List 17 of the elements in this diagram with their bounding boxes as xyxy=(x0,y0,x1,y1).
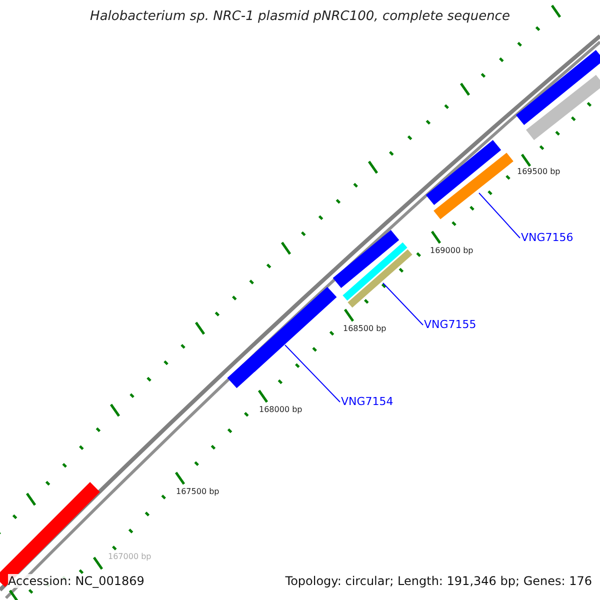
gene-label: VNG7156 xyxy=(521,231,574,244)
tick-label: 168000 bp xyxy=(259,405,302,414)
summary-text: Topology: circular; Length: 191,346 bp; Genes: 176 xyxy=(285,574,592,588)
title: Halobacterium sp. NRC-1 plasmid pNRC100, complete sequence xyxy=(89,9,511,24)
gene-bar xyxy=(348,249,412,308)
tick-label: 168500 bp xyxy=(343,324,386,333)
tick-label: 169000 bp xyxy=(430,246,474,255)
leader-line xyxy=(478,192,520,238)
tick-label: 167500 bp xyxy=(176,487,220,496)
accession-text: Accession: NC_001869 xyxy=(8,574,144,588)
gene-bar xyxy=(434,152,514,220)
leader-line xyxy=(284,344,340,402)
gene-label: VNG7154 xyxy=(341,395,394,408)
gene-bar xyxy=(227,286,337,388)
tick-label: 167000 bp xyxy=(108,552,152,561)
leader-line xyxy=(382,282,424,326)
gene-label: VNG7155 xyxy=(424,318,476,331)
